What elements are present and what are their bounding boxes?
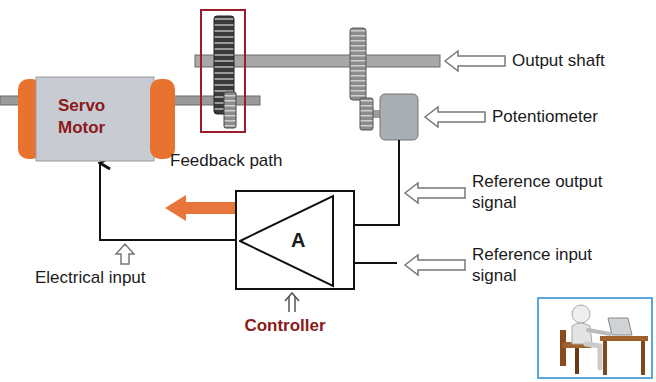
callout-arrow (294, 296, 296, 312)
callout-arrow (405, 183, 465, 203)
callout-arrow (116, 244, 134, 264)
reference-wire (355, 262, 397, 264)
callout-arrow (405, 255, 465, 275)
servo-motor: Servo Motor (18, 75, 175, 163)
output-gear (350, 28, 366, 100)
person-illustration (538, 298, 652, 378)
signal-label: Electrical input (35, 267, 205, 288)
signal-connector (100, 163, 235, 240)
signal-label: Reference input signal (472, 244, 622, 286)
potentiometer-body (380, 94, 418, 140)
callout-arrow (445, 51, 505, 71)
pot-gear (360, 98, 373, 130)
amplifier-triangle: A (239, 194, 335, 288)
triangle-outline (239, 194, 335, 288)
callout-arrow (288, 296, 290, 312)
amplifier-label: A (291, 229, 305, 252)
feedback-arrow (165, 195, 240, 221)
signal-label: Reference output signal (472, 171, 622, 213)
callout-arrow (425, 107, 485, 127)
callout-arrow (285, 293, 299, 301)
controller-box: ControllerA (235, 190, 355, 290)
path-label: Feedback path (170, 150, 310, 171)
controller-label: Controller (227, 316, 343, 336)
part-label: Potentiometer (492, 106, 652, 127)
part-label: Output shaft (512, 50, 652, 71)
motor-label: Servo Motor (58, 95, 138, 139)
pinion-gear (224, 92, 236, 128)
feedback-wire (355, 140, 399, 225)
highlight-frame (201, 10, 245, 132)
